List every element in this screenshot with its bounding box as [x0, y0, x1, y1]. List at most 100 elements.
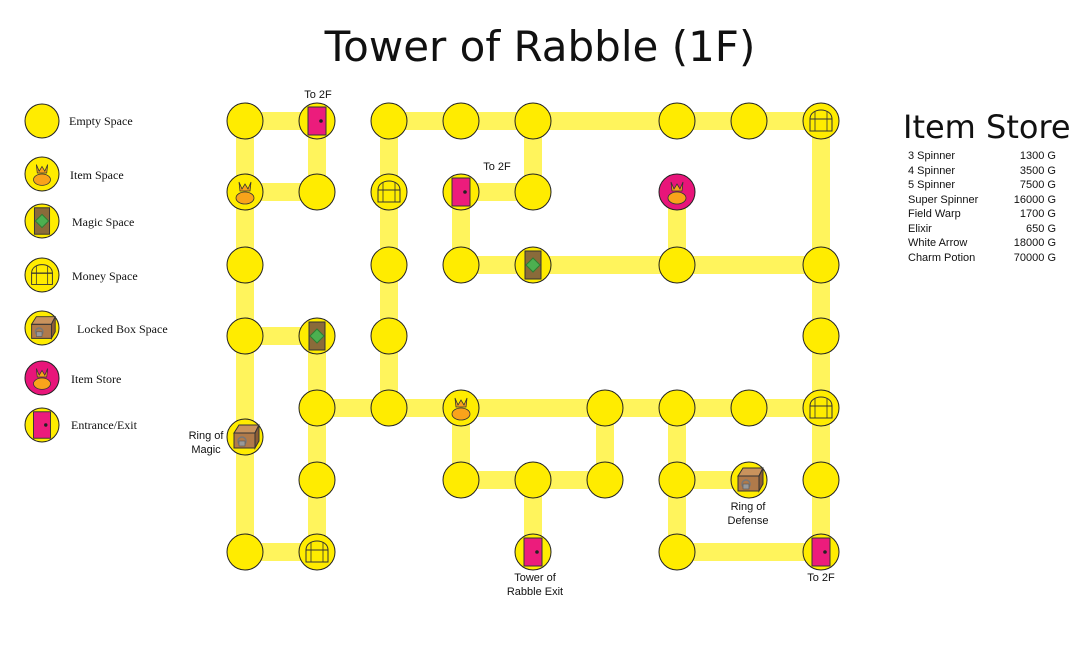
- empty-space: [24, 103, 60, 139]
- money-space: [298, 533, 336, 571]
- empty-space: [658, 533, 696, 571]
- space-circle: [442, 461, 480, 499]
- store-item-name: Elixir: [908, 222, 932, 235]
- space-circle: [298, 389, 336, 427]
- space-circle: [802, 461, 840, 499]
- label-to-2f: To 2F: [304, 89, 332, 101]
- store-item-price: 16000 G: [1013, 193, 1056, 206]
- entrance-exit-space: [514, 533, 552, 571]
- empty-space: [730, 102, 768, 140]
- empty-space: [658, 102, 696, 140]
- space-circle: [730, 389, 768, 427]
- magic-card-icon: [308, 321, 326, 351]
- store-item-price: 650 G: [1026, 222, 1056, 235]
- empty-space: [370, 102, 408, 140]
- store-item-price: 7500 G: [1019, 179, 1056, 191]
- board-title: Tower of Rabble (1F): [324, 22, 756, 71]
- space-circle: [586, 461, 624, 499]
- empty-space: [658, 246, 696, 284]
- empty-space: [442, 246, 480, 284]
- magic-space: [24, 203, 60, 239]
- empty-space: [298, 173, 336, 211]
- store-item-name: Super Spinner: [908, 193, 979, 206]
- empty-space: [226, 533, 264, 571]
- money-space: [802, 102, 840, 140]
- legend-label-money-space: Money Space: [72, 269, 138, 283]
- space-circle: [370, 317, 408, 355]
- empty-space: [514, 102, 552, 140]
- magic-space: [514, 246, 552, 284]
- space-circle: [658, 533, 696, 571]
- empty-space: [514, 173, 552, 211]
- entrance-exit-space: [802, 533, 840, 571]
- store-item-price: 70000 G: [1013, 251, 1056, 264]
- magic-card-icon: [33, 207, 51, 235]
- space-circle: [802, 317, 840, 355]
- locked-box-icon: [737, 467, 764, 492]
- empty-space: [658, 461, 696, 499]
- item-space: [226, 173, 264, 211]
- store-item-name: Field Warp: [908, 208, 961, 220]
- empty-space: [802, 317, 840, 355]
- label-tower-exit: Tower of Rabble Exit: [506, 572, 564, 598]
- store-item-name: White Arrow: [908, 237, 968, 249]
- money-space: [802, 389, 840, 427]
- door-icon: [307, 106, 327, 136]
- store-item: 5 Spinner 7500 G: [908, 178, 1056, 193]
- space-circle: [226, 317, 264, 355]
- space-circle: [370, 102, 408, 140]
- legend-label-magic-space: Magic Space: [72, 215, 135, 229]
- treasure-chest-icon: [31, 264, 53, 285]
- store-item: Elixir 650 G: [908, 222, 1056, 237]
- space-circle: [514, 461, 552, 499]
- item-store-space: [24, 360, 60, 396]
- empty-space: [442, 102, 480, 140]
- space-circle: [226, 102, 264, 140]
- store-item: Super Spinner 16000 G: [908, 193, 1056, 208]
- treasure-chest-icon: [377, 180, 401, 203]
- legend-label-item-space: Item Space: [70, 168, 124, 182]
- legend-label-entrance-exit: Entrance/Exit: [71, 418, 137, 432]
- legend-label-empty-space: Empty Space: [69, 114, 133, 128]
- space-circle: [298, 173, 336, 211]
- label-to-2f: To 2F: [483, 161, 511, 173]
- legend-label-locked-box-space: Locked Box Space: [77, 322, 168, 336]
- board-spaces: [226, 102, 840, 571]
- store-item-name: 4 Spinner: [908, 164, 956, 177]
- store-item-price: 18000 G: [1013, 237, 1056, 249]
- empty-space: [586, 389, 624, 427]
- store-item: 4 Spinner 3500 G: [908, 164, 1056, 179]
- empty-space: [442, 461, 480, 499]
- item-store-space: [658, 173, 696, 211]
- empty-space: [586, 461, 624, 499]
- locked-box-space: [226, 418, 264, 456]
- space-circle: [24, 103, 60, 139]
- item-space: [442, 389, 480, 427]
- treasure-chest-icon: [809, 396, 833, 419]
- space-circle: [226, 533, 264, 571]
- space-circle: [442, 102, 480, 140]
- label-to-2f: To 2F: [807, 572, 835, 584]
- legend-label-item-store: Item Store: [71, 372, 122, 386]
- entrance-exit-space: [24, 407, 60, 443]
- empty-space: [658, 389, 696, 427]
- entrance-exit-space: [442, 173, 480, 211]
- treasure-chest-icon: [809, 109, 833, 132]
- store-item-price: 1300 G: [1019, 150, 1056, 162]
- magic-space: [298, 317, 336, 355]
- space-circle: [658, 102, 696, 140]
- door-icon: [811, 537, 831, 567]
- empty-space: [802, 246, 840, 284]
- money-space: [370, 173, 408, 211]
- store-item: White Arrow 18000 G: [908, 236, 1056, 251]
- store-item-price: 3500 G: [1019, 164, 1056, 177]
- door-icon: [451, 177, 471, 207]
- empty-space: [370, 389, 408, 427]
- store-item-name: 3 Spinner: [908, 150, 956, 162]
- space-circle: [370, 389, 408, 427]
- store-item-name: 5 Spinner: [908, 179, 956, 191]
- empty-space: [802, 461, 840, 499]
- store-item: 3 Spinner 1300 G: [908, 149, 1056, 164]
- locked-box-space: [730, 461, 768, 499]
